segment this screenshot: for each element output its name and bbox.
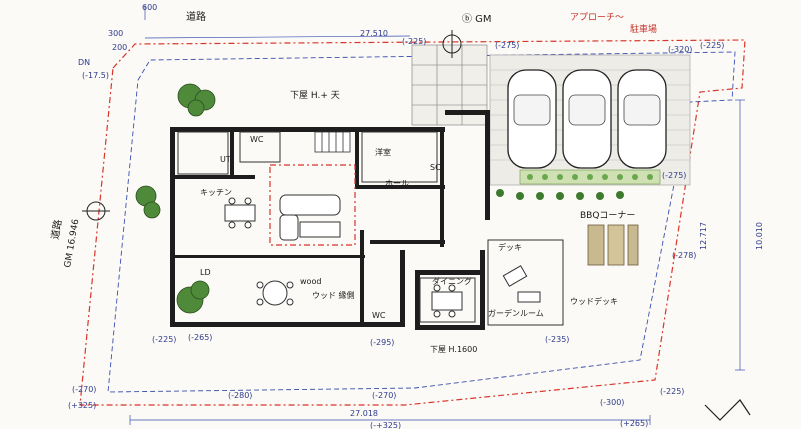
dim-bottom-3: (-270) [372, 391, 396, 400]
right-labels: アプローチ～ 駐車場 (-225) (-275) 10.010 12.717 (… [570, 12, 764, 407]
sc-label: SC [430, 163, 441, 172]
shrub-row [496, 189, 624, 200]
road-label-top: 道路 [186, 10, 206, 23]
engawa-label: ウッド 縁側 [312, 290, 355, 300]
dim-left-3: (+325) [68, 401, 96, 410]
tree-top-left [177, 83, 216, 117]
dim-right-2: (-275) [662, 171, 686, 180]
balcony-top-label: 下屋 H.+ 天 [290, 90, 340, 101]
north-marker-left [82, 201, 110, 221]
interior-zone-red [269, 164, 356, 246]
dim-left-1: (-17.5) [82, 71, 109, 80]
car-3 [617, 69, 667, 169]
north-marker-top [442, 30, 462, 58]
dim-right-4: (-300) [600, 398, 624, 407]
dining-table-1 [224, 197, 256, 229]
bbq-corner [587, 224, 639, 266]
dim-bottom-2: (-280) [228, 391, 252, 400]
dim-bottom-5: (-225) [152, 335, 176, 344]
round-table [256, 280, 294, 306]
dining-label: ダイニング [432, 276, 472, 286]
dim-top-left: 300 [108, 29, 123, 38]
kitchen-label: キッチン [200, 188, 232, 197]
dim-point-2: (-275) [495, 41, 519, 50]
room-label: 洋室 [375, 147, 391, 157]
house-walls [170, 110, 490, 330]
dim-left-2: (-270) [72, 385, 96, 394]
garden-room-table [431, 284, 463, 318]
entry-label: ホール [385, 179, 409, 188]
red-note-2: 駐車場 [630, 23, 657, 35]
north-label-top: ⓑ GM [462, 13, 492, 25]
dim-bottom-7: (-+325) [370, 421, 401, 429]
ut-label: UT [220, 155, 231, 164]
dim-point-1: (-225) [402, 37, 426, 46]
wood-label: wood [300, 277, 321, 286]
wc-label-1: WC [250, 135, 264, 144]
bottom-labels: (-265) (-280) (-270) (-235) (-225) (-295… [152, 333, 648, 429]
site-width-bottom: 27.018 [350, 409, 378, 418]
dim-bottom-1: (-265) [188, 333, 212, 342]
tree-left [135, 185, 161, 219]
car-2 [562, 69, 612, 169]
compass-arrow [704, 399, 751, 421]
bbq-label: BBQコーナー [580, 210, 635, 221]
hedge-row [519, 169, 661, 185]
living-label: LD [200, 268, 211, 277]
dim-top-1: 600 [142, 3, 157, 12]
tree-bottom-left [176, 280, 210, 314]
bottom-eaves-label: 下屋 H.1600 [430, 345, 477, 354]
car-1 [507, 69, 557, 169]
garden-room-label: ガーデンルーム [488, 308, 544, 318]
deck2-label: デッキ [498, 242, 522, 252]
dim-vertical-2: 12.717 [699, 222, 708, 250]
dimension-lines [129, 5, 745, 425]
kitchen-island [279, 194, 341, 241]
dim-right-3: (-278) [672, 251, 696, 260]
top-labels: 600 300 200 道路 27.510 ⓑ GM (-225) (-275)… [108, 3, 692, 54]
dim-vertical: 10.010 [755, 222, 764, 250]
house-labels: 下屋 H.+ 天 UT WC キッチン wood ホール SC 洋室 ダイニング… [200, 90, 544, 354]
dim-bottom-6: (-295) [370, 338, 394, 347]
dim-point-3: (-320) [668, 45, 692, 54]
deck-label: ウッドデッキ [570, 296, 618, 306]
dim-top-left-2: 200 [112, 43, 127, 52]
site-width-top: 27.510 [360, 29, 388, 38]
road-label-left: 道路 [48, 219, 64, 241]
room-outlines [177, 131, 564, 326]
staircase [314, 131, 351, 153]
site-boundary [79, 39, 746, 406]
dim-right-5: (-225) [660, 387, 684, 396]
deck-sofa [502, 265, 541, 303]
dim-bottom-4: (-235) [545, 335, 569, 344]
wc-label-2: WC [372, 311, 386, 320]
red-note-1: アプローチ～ [570, 12, 624, 23]
dim-bottom-8: (+265) [620, 419, 648, 428]
dn-label: DN [78, 58, 90, 67]
dim-right-1: (-225) [700, 41, 724, 50]
